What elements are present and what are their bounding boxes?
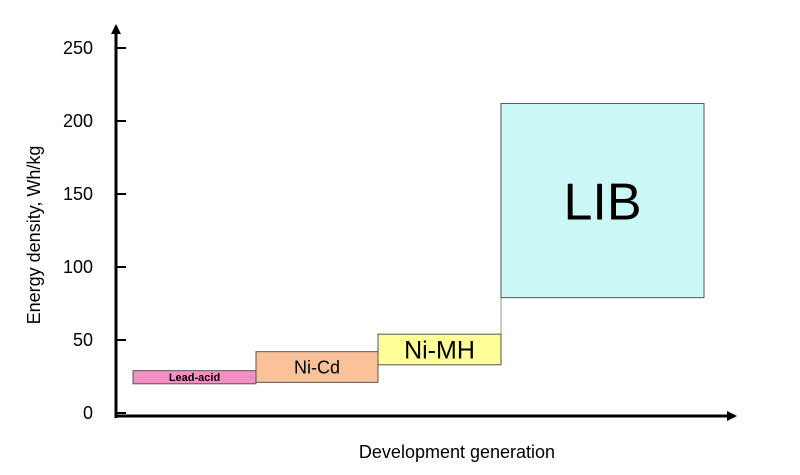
range-rect-lib [500, 102, 705, 299]
range-label-lib: LIB [563, 173, 641, 231]
range-box-ni-cd: Ni-Cd [255, 351, 379, 383]
range-box-lib: LIB [500, 102, 705, 299]
y-tick-label: 100 [63, 257, 93, 277]
y-ticks: 0 50 100 150 200 250 [63, 38, 126, 423]
range-label-ni-cd: Ni-Cd [294, 357, 340, 377]
axes [111, 24, 737, 421]
y-tick-label: 150 [63, 184, 93, 204]
y-tick-label: 50 [73, 330, 93, 350]
range-rect-ni-mh [377, 333, 502, 366]
range-label-lead-acid: Lead-acid [169, 372, 220, 384]
y-tick-label: 250 [63, 38, 93, 58]
y-tick-label: 0 [83, 403, 93, 423]
range-box-lead-acid: Lead-acid [132, 370, 257, 385]
range-rect-ni-cd [255, 351, 379, 383]
y-axis-title: Energy density, Wh/kg [24, 146, 44, 325]
range-label-ni-mh: Ni-MH [404, 336, 475, 364]
range-boxes: Lead-acid Ni-Cd Ni-MH LIB [132, 102, 705, 385]
x-axis-title: Development generation [359, 442, 555, 462]
range-box-ni-mh: Ni-MH [377, 333, 502, 366]
y-tick-label: 200 [63, 111, 93, 131]
